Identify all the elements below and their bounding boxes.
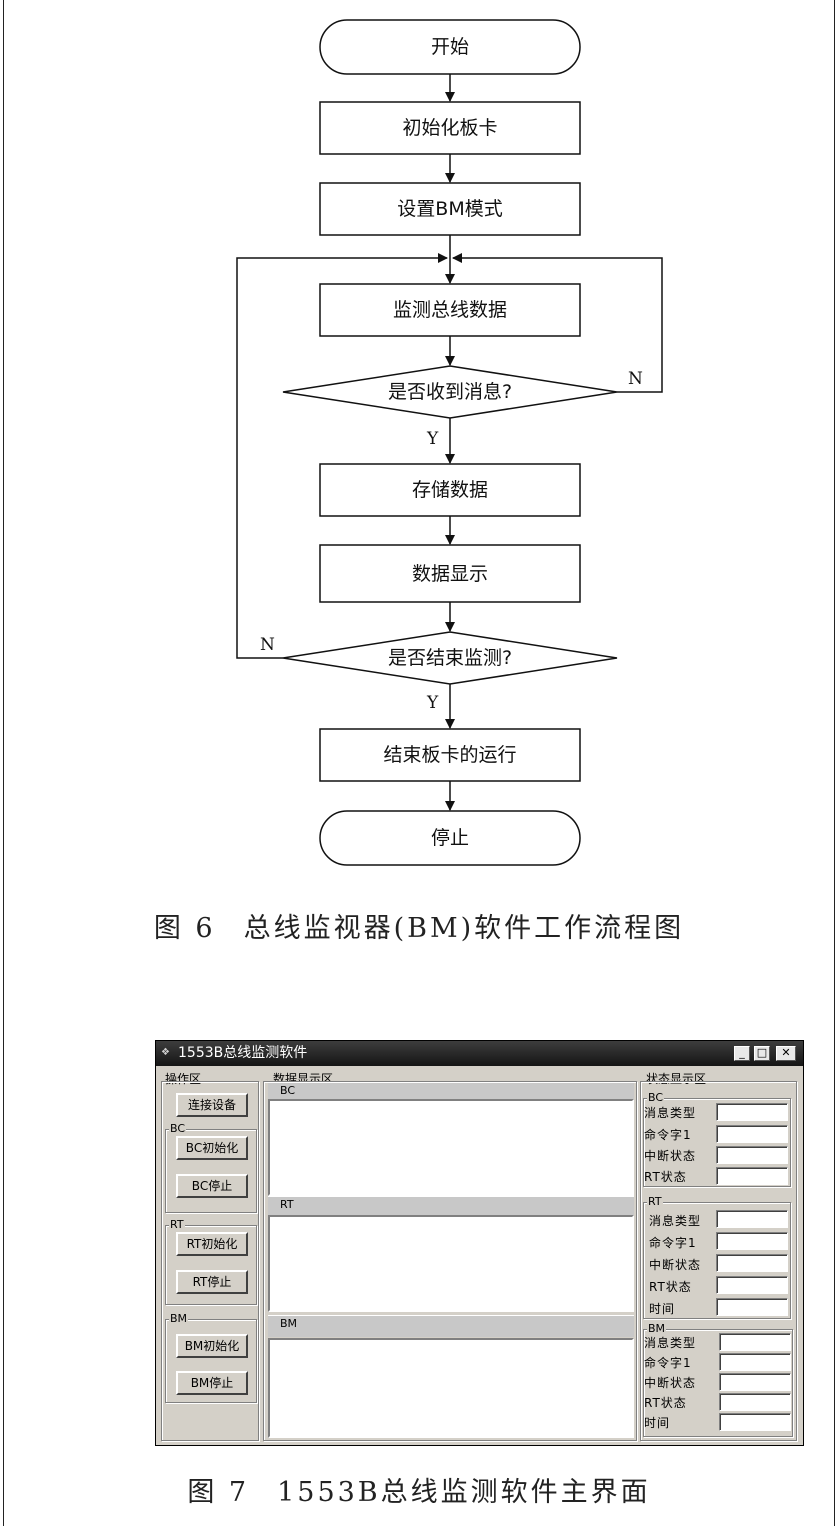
bc-interrupt-status-field	[716, 1146, 788, 1164]
data-display-frame	[263, 1081, 637, 1441]
bc-init-button[interactable]: BC初始化	[176, 1136, 248, 1160]
rt-command-word-field	[716, 1232, 788, 1250]
rt-data-panel-header: RT	[268, 1196, 634, 1218]
stop-terminal	[319, 810, 581, 866]
window-titlebar[interactable]: ❖ 1553B总线监测软件 _ □ ✕	[156, 1041, 803, 1066]
store-data-box	[319, 463, 581, 517]
bm-status-label: 时间	[644, 1416, 671, 1430]
rt-time-field	[716, 1298, 788, 1316]
received-decision-label: 是否收到消息?	[388, 381, 512, 403]
bc-status-label: 消息类型	[644, 1106, 697, 1120]
bm-time-field	[719, 1413, 791, 1431]
rt-status-group: RT	[643, 1195, 791, 1319]
stop-label: 停止	[431, 827, 469, 849]
rt-status-label: RT状态	[649, 1280, 692, 1294]
minimize-button[interactable]: _	[734, 1046, 750, 1061]
bm-interrupt-status-field	[719, 1373, 791, 1391]
rt-stop-button[interactable]: RT停止	[176, 1270, 248, 1294]
bm-data-panel-title: BM	[280, 1317, 298, 1330]
bm-status-label: 消息类型	[644, 1336, 697, 1350]
end-decision-label: 是否结束监测?	[388, 647, 512, 669]
operation-area-frame	[161, 1081, 259, 1441]
bc-status-title: BC	[647, 1091, 665, 1104]
bc-status-label: 中断状态	[644, 1149, 697, 1163]
figure6-title: 总线监视器(BM)软件工作流程图	[243, 913, 685, 944]
rt-status-label: 消息类型	[649, 1214, 702, 1228]
bm-command-word-field	[719, 1353, 791, 1371]
figure7-title: 1553B总线监测软件主界面	[277, 1477, 651, 1508]
yes-label-1: Y	[426, 429, 439, 449]
figure7-number: 图 7	[187, 1477, 250, 1508]
status-display-label: 状态显示区	[646, 1072, 707, 1086]
bc-data-panel-title: BC	[280, 1084, 296, 1097]
bm-operation-group: BM	[165, 1312, 257, 1403]
set-bm-mode-box	[319, 182, 581, 236]
bm-data-panel[interactable]	[268, 1338, 634, 1438]
figure7-caption: 图 7 1553B总线监测软件主界面	[0, 1470, 838, 1509]
bc-status-label: 命令字1	[644, 1128, 692, 1142]
bc-stop-button[interactable]: BC停止	[176, 1174, 248, 1198]
bc-data-panel-header: BC	[268, 1082, 634, 1104]
bm-rt-status-field	[719, 1393, 791, 1411]
bm-init-button[interactable]: BM初始化	[176, 1334, 248, 1358]
bc-message-type-field	[716, 1103, 788, 1121]
bc-data-panel[interactable]	[268, 1099, 634, 1196]
display-data-box	[319, 544, 581, 603]
bc-group-title: BC	[169, 1122, 187, 1135]
loop-no-received	[452, 253, 663, 393]
rt-data-panel[interactable]	[268, 1215, 634, 1312]
display-data-label: 数据显示	[412, 563, 488, 585]
operation-area-label: 操作区	[165, 1072, 202, 1086]
set-bm-mode-label: 设置BM模式	[397, 198, 502, 220]
bm-status-label: 中断状态	[644, 1376, 697, 1390]
connect-device-button[interactable]: 连接设备	[176, 1093, 248, 1117]
rt-group-title: RT	[169, 1218, 185, 1231]
rt-status-label: 命令字1	[649, 1236, 697, 1250]
rt-status-title: RT	[647, 1195, 663, 1208]
no-label-2: N	[260, 635, 275, 655]
app-icon: ❖	[161, 1047, 170, 1058]
figure6-caption: 图 6 总线监视器(BM)软件工作流程图	[0, 906, 838, 945]
page-border-left	[3, 0, 4, 1526]
bm-status-label: RT状态	[644, 1396, 687, 1410]
rt-message-type-field	[716, 1210, 788, 1228]
monitor-bus-label: 监测总线数据	[393, 299, 507, 321]
close-button[interactable]: ✕	[776, 1046, 796, 1061]
bc-operation-group: BC	[165, 1122, 257, 1213]
bm-status-group: BM	[643, 1322, 793, 1437]
figure6-number: 图 6	[153, 913, 216, 944]
monitor-software-window: ❖ 1553B总线监测软件 _ □ ✕ 操作区 连接设备 BC BC初始化 BC…	[155, 1040, 804, 1446]
rt-interrupt-status-field	[716, 1254, 788, 1272]
rt-status-label: 中断状态	[649, 1258, 702, 1272]
loop-no-end	[236, 253, 448, 659]
rt-operation-group: RT	[165, 1218, 257, 1305]
end-board-box	[319, 728, 581, 782]
status-display-frame	[640, 1081, 797, 1441]
rt-rt-status-field	[716, 1276, 788, 1294]
rt-data-panel-title: RT	[280, 1198, 294, 1211]
page-border-right	[834, 0, 835, 1526]
bc-status-group: BC	[643, 1091, 791, 1187]
bm-stop-button[interactable]: BM停止	[176, 1371, 248, 1395]
rt-init-button[interactable]: RT初始化	[176, 1232, 248, 1256]
rt-status-label: 时间	[649, 1302, 676, 1316]
bc-command-word-field	[716, 1125, 788, 1143]
yes-label-2: Y	[426, 693, 439, 713]
bm-status-title: BM	[647, 1322, 667, 1335]
init-board-box	[319, 101, 581, 155]
bm-message-type-field	[719, 1333, 791, 1351]
bc-status-label: RT状态	[644, 1170, 687, 1184]
init-board-label: 初始化板卡	[402, 117, 497, 139]
store-data-label: 存储数据	[412, 479, 488, 501]
bc-rt-status-field	[716, 1167, 788, 1185]
bm-status-label: 命令字1	[644, 1356, 692, 1370]
no-label-1: N	[628, 369, 643, 389]
maximize-button[interactable]: □	[754, 1046, 770, 1061]
start-label: 开始	[431, 36, 469, 58]
bm-group-title: BM	[169, 1312, 189, 1325]
bm-flowchart: 开始 初始化板卡 设置BM模式 监测总线数据 是否收到消息? 存储数据 数据显示…	[236, 19, 663, 866]
end-board-label: 结束板卡的运行	[383, 744, 516, 766]
bm-data-panel-header: BM	[268, 1315, 634, 1337]
window-title: 1553B总线监测软件	[178, 1045, 308, 1061]
